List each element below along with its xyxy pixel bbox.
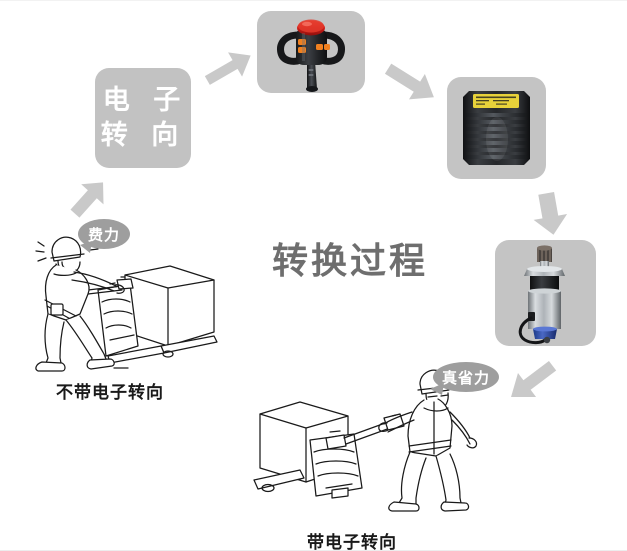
arrow-tiller-to-controller <box>376 56 446 110</box>
caption-with-electronic-steering: 带电子转向 <box>307 533 397 551</box>
arrow-controller-to-motor <box>524 186 576 244</box>
top-divider <box>0 0 627 1</box>
powered-walking-drawing <box>253 369 478 512</box>
arrow-motor-to-worker <box>496 352 566 412</box>
illustration-manual-pushing <box>18 228 223 376</box>
manual-pushing-drawing <box>35 236 218 372</box>
caption-without-electronic-steering: 不带电子转向 <box>56 383 164 403</box>
panel-controller <box>447 77 546 179</box>
electronic-steering-label-text: 电 子 转 向 <box>100 84 188 151</box>
speech-bubble-strenuous-tail <box>76 240 92 254</box>
illustration-powered-walking <box>248 368 483 526</box>
page-title: 转换过程 <box>272 241 429 282</box>
speech-bubble-strenuous-text: 费力 <box>87 225 120 244</box>
speech-bubble-effortless-text: 真省力 <box>441 368 490 387</box>
speech-bubble-effortless: 真省力 <box>433 362 499 392</box>
arrow-worker-to-label <box>58 168 120 228</box>
controller-image <box>463 91 530 165</box>
tiller-head-image <box>277 19 345 92</box>
arrow-label-to-tiller <box>196 42 262 94</box>
steering-motor-image <box>518 245 565 345</box>
electronic-steering-label-box: 电 子 转 向 <box>95 68 191 168</box>
speech-bubble-effortless-tail <box>428 382 444 396</box>
panel-steering-motor <box>495 240 596 346</box>
panel-tiller-head <box>257 11 365 93</box>
